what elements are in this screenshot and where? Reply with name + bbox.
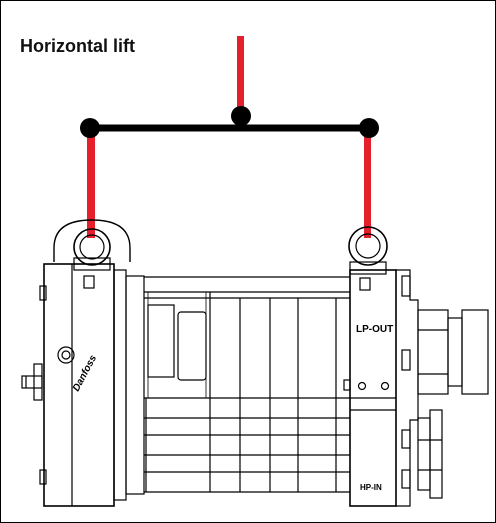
right-sling	[364, 128, 371, 238]
lifting-slings	[87, 36, 371, 238]
spreader-bar	[80, 106, 379, 138]
right-eye-bolt	[348, 226, 388, 275]
shaft	[21, 375, 43, 389]
bar-node-right	[359, 118, 379, 138]
lp-out-label: LP-OUT	[356, 324, 393, 335]
left-sling	[87, 128, 95, 238]
bar-node-left	[80, 118, 100, 138]
port-circle	[57, 346, 75, 364]
figure-title: Horizontal lift	[20, 36, 135, 56]
center-body	[144, 276, 350, 493]
unit-drawing	[21, 219, 489, 507]
lp-out-port	[417, 309, 489, 395]
right-end-housing	[343, 269, 419, 507]
hp-in-port	[417, 409, 443, 499]
bar-node-center	[231, 106, 251, 126]
left-end-housing	[21, 263, 145, 507]
hp-in-label: HP-IN	[360, 483, 382, 492]
main-sling	[237, 36, 244, 116]
brand-logo: Danfoss	[71, 353, 99, 393]
